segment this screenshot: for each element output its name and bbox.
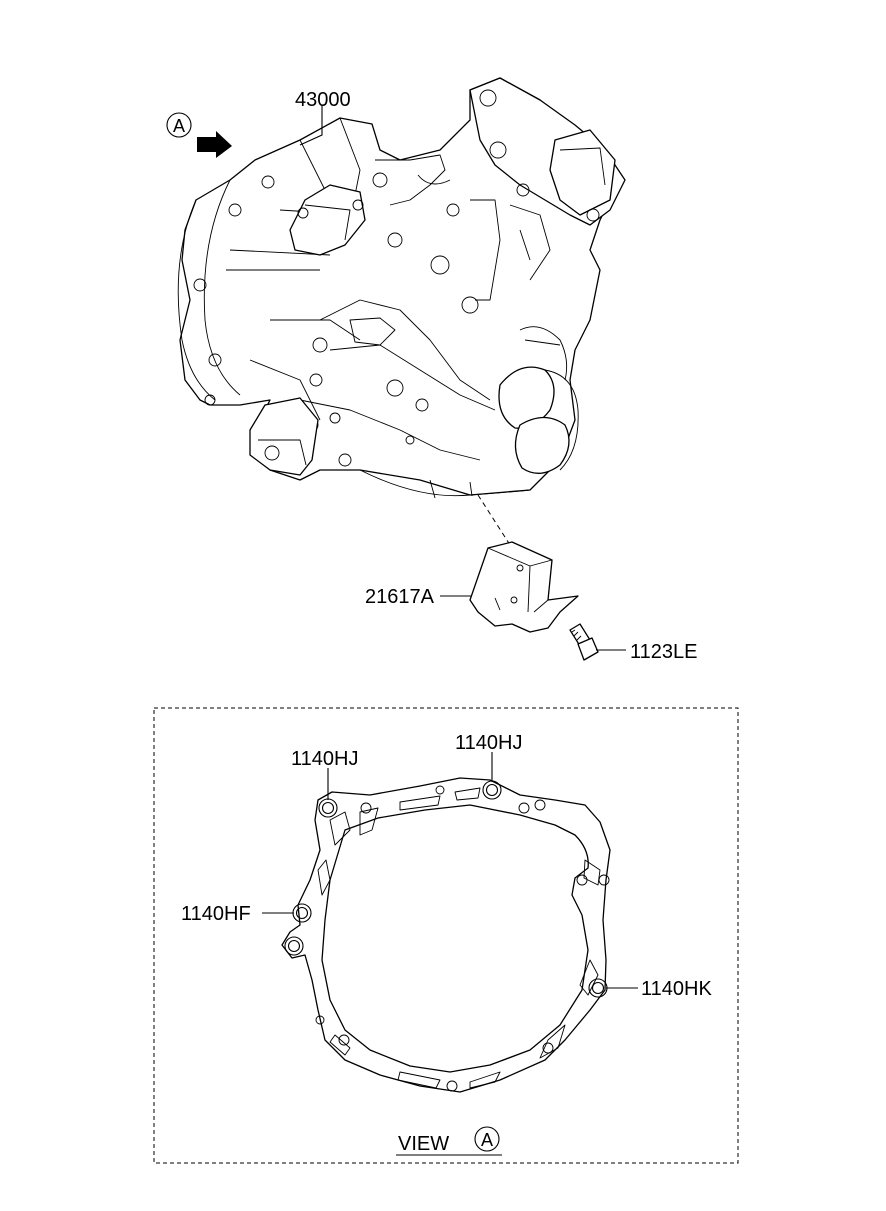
label-1140hj-left: 1140HJ: [291, 748, 358, 770]
label-1140hk: 1140HK: [641, 978, 712, 1000]
bolt-1123le-illustration: [569, 623, 599, 661]
transaxle-assembly-illustration: [177, 77, 626, 499]
bracket-21617a-illustration: [469, 541, 579, 633]
view-a-indicator: A: [166, 112, 232, 158]
assembly-dash-line: [477, 494, 513, 549]
dowel-pin-left-lower: [284, 936, 304, 956]
view-direction-arrow-icon: [197, 131, 232, 158]
view-caption-text: VIEW: [398, 1133, 449, 1155]
clutch-housing-plate-illustration: [281, 777, 611, 1093]
view-a-frame: [153, 707, 739, 1164]
view-marker-letter: A: [173, 116, 185, 136]
label-21617a: 21617A: [365, 586, 435, 608]
view-marker-circle: [166, 112, 192, 138]
view-caption-letter: A: [481, 1130, 493, 1150]
view-a-caption: VIEW A: [396, 1126, 502, 1156]
leader-43000: [299, 105, 323, 146]
label-43000: 43000: [295, 89, 351, 111]
label-1140hf: 1140HF: [181, 903, 251, 925]
view-caption-circle: [474, 1126, 500, 1152]
label-1123le: 1123LE: [630, 641, 697, 663]
label-1140hj-right: 1140HJ: [455, 732, 522, 754]
